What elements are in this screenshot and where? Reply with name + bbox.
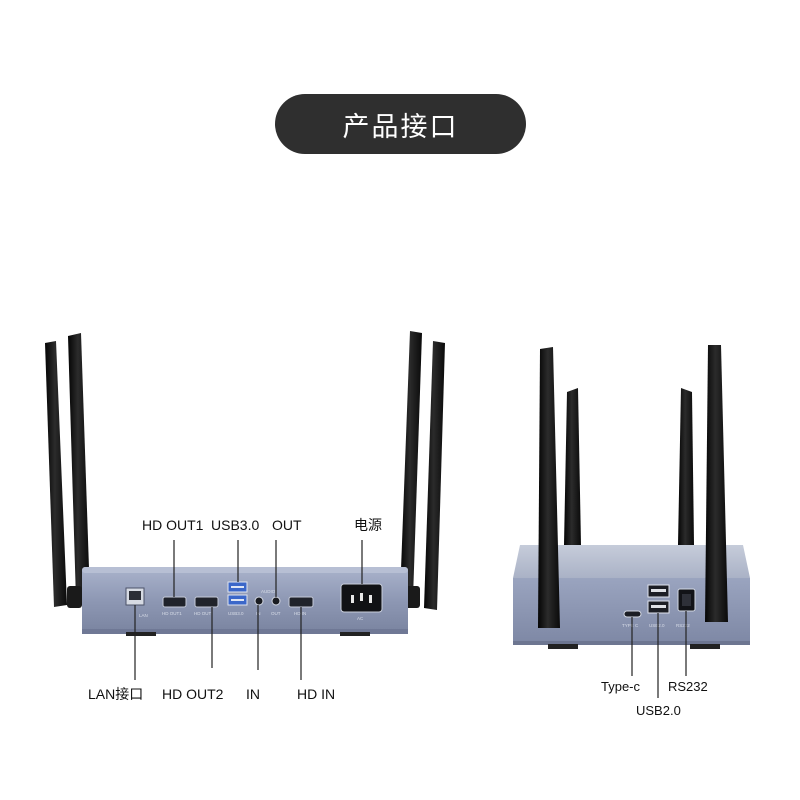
device-top <box>513 545 750 578</box>
label-hd-in: HD IN <box>297 686 336 702</box>
label-power: 电源 <box>354 517 382 533</box>
label-usb20: USB2.0 <box>636 703 681 718</box>
rs232-port-text: RS232 <box>676 623 690 628</box>
usb30-ports: USB3.0 <box>227 581 248 616</box>
page-title: 产品接口 <box>275 94 526 154</box>
label-usb30: USB3.0 <box>211 517 260 533</box>
page-title-text: 产品接口 <box>342 111 459 142</box>
label-hd-out2: HD OUT2 <box>162 686 224 702</box>
usb30-port-text: USB3.0 <box>228 611 244 616</box>
type-c-port-text: TYPE C <box>622 623 639 628</box>
front-device: LAN HD OUT1 HD OUT USB3.0 AUDIO IN OUT <box>45 331 445 680</box>
audio-port-text: AUDIO <box>261 589 276 594</box>
antenna <box>400 331 422 598</box>
label-type-c: Type-c <box>601 679 641 694</box>
antenna <box>705 345 728 622</box>
antenna <box>424 341 445 610</box>
label-out: OUT <box>272 517 302 533</box>
side-device: TYPE C USB2.0 RS232 <box>513 345 750 698</box>
antenna <box>564 388 581 545</box>
antenna-hinge <box>67 586 82 608</box>
label-lan: LAN接口 <box>88 686 144 702</box>
hd-in-port-text: HD IN <box>294 611 306 616</box>
usb20-port-text: USB2.0 <box>649 623 665 628</box>
audio-out-port-text: OUT <box>271 611 281 616</box>
antenna <box>678 388 694 545</box>
hd-out-port: HD OUT <box>194 596 219 616</box>
antenna <box>538 347 560 628</box>
label-in: IN <box>246 686 260 702</box>
ac-port-text: AC <box>357 616 364 621</box>
antenna <box>45 341 67 607</box>
usb20-ports: USB2.0 <box>647 584 670 628</box>
label-hd-out1: HD OUT1 <box>142 517 204 533</box>
hd-out1-port: HD OUT1 <box>162 596 187 616</box>
hd-out1-port-text: HD OUT1 <box>162 611 182 616</box>
label-rs232: RS232 <box>668 679 708 694</box>
hd-out-port-text: HD OUT <box>194 611 211 616</box>
antenna <box>68 333 90 600</box>
lan-port-text: LAN <box>139 613 148 618</box>
antenna-hinge <box>405 586 420 608</box>
